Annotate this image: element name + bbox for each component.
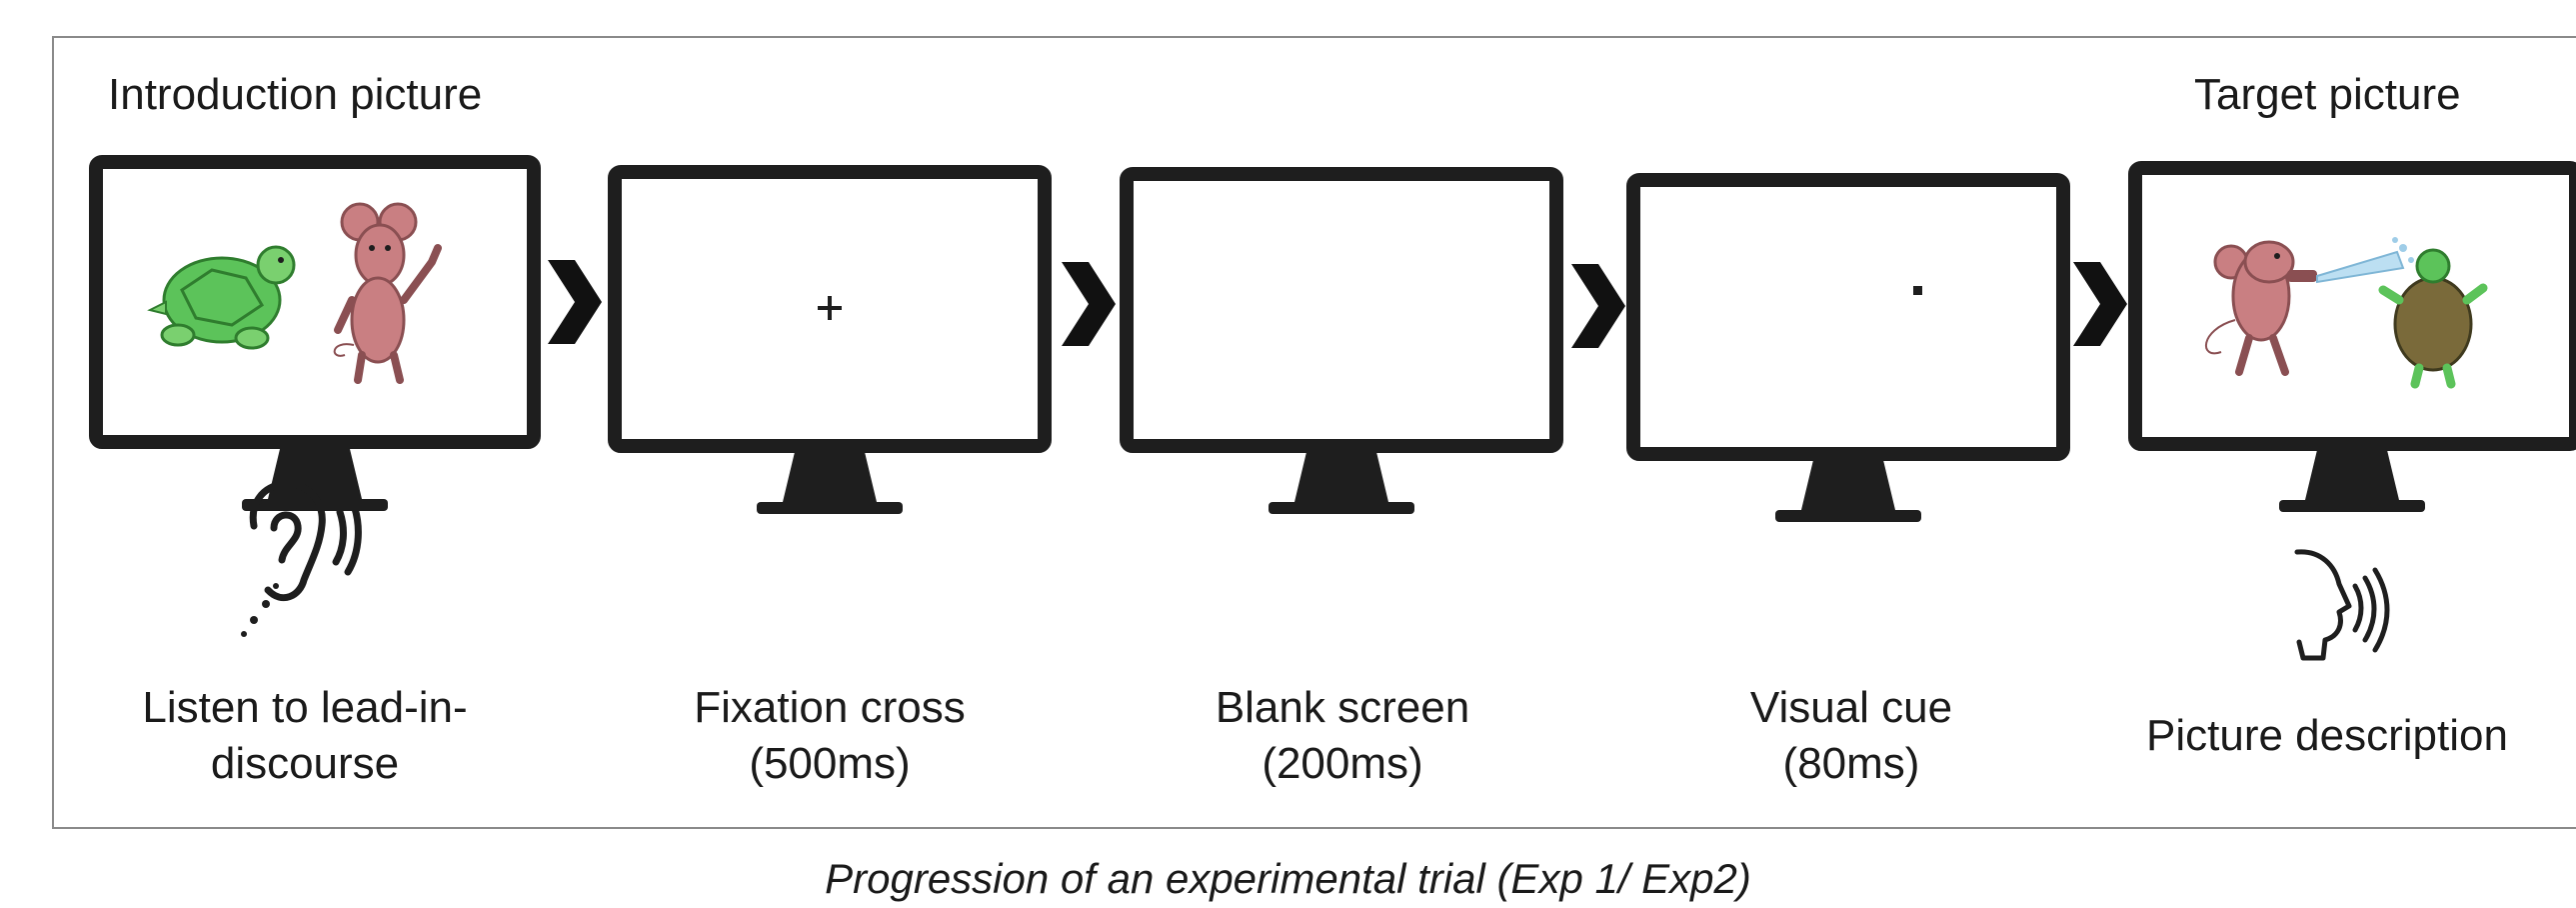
monitor-introduction — [89, 155, 541, 511]
figure-caption: Progression of an experimental trial (Ex… — [825, 855, 1751, 902]
step-label-listen: Listen to lead-in- discourse — [142, 683, 468, 788]
turtle-illustration-target — [2378, 248, 2488, 389]
visual-cue-dot — [1913, 286, 1922, 295]
turtle-illustration — [147, 245, 296, 350]
monitor-target-picture — [2128, 161, 2576, 512]
monitor-fixation-cross — [608, 165, 1052, 514]
diagram-frame — [52, 36, 2576, 829]
speaking-head-icon — [2294, 549, 2390, 661]
arrow-2 — [1062, 262, 1116, 346]
target-picture-label: Target picture — [2194, 70, 2461, 119]
step-label-blank: Blank screen (200ms) — [1215, 683, 1470, 788]
spraying-mouse-illustration — [2205, 240, 2317, 376]
arrow-3 — [1571, 264, 1625, 348]
monitor-visual-cue — [1626, 173, 2070, 522]
introduction-picture-label: Introduction picture — [108, 70, 483, 119]
step-label-visual-cue: Visual cue (80ms) — [1749, 683, 1953, 788]
arrow-4 — [2073, 262, 2127, 346]
step-label-picture-description: Picture description — [2146, 711, 2508, 760]
monitor-blank-screen — [1120, 167, 1563, 514]
mouse-illustration — [333, 202, 442, 384]
fixation-cross-symbol — [818, 296, 842, 320]
step-label-fixation: Fixation cross (500ms) — [694, 683, 966, 788]
ear-icon — [241, 480, 362, 637]
water-spray — [2316, 237, 2414, 284]
arrow-1 — [548, 260, 602, 344]
